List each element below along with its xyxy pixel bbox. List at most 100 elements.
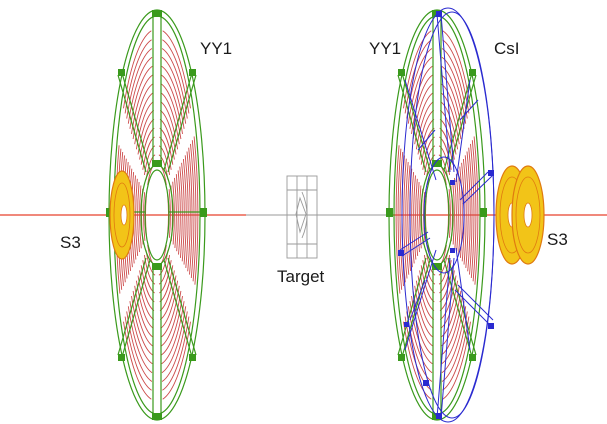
yy1-strip-arc — [160, 290, 182, 347]
yy1-strip-arc — [132, 290, 154, 347]
label-yy1-left: YY1 — [200, 39, 232, 58]
yy1-strip-arc — [411, 74, 433, 134]
yy1-strip-arc — [440, 290, 462, 347]
yy1-strip-arc — [137, 182, 140, 253]
yy1-strip-arc — [403, 321, 432, 400]
yy1-strip-arc — [412, 83, 434, 140]
yy1-strip-arc — [191, 140, 197, 282]
s3-right-detector — [495, 165, 545, 265]
yy1-strip-arc — [134, 92, 154, 145]
yy1-strip-arc — [143, 192, 146, 241]
yy1-strip-arc — [473, 136, 479, 285]
yy1-strip-arc — [135, 178, 139, 256]
yy1-strip-arc — [168, 189, 171, 238]
yy1-strip-arc — [471, 140, 477, 282]
target-assembly — [286, 175, 318, 259]
yy1-strip-arc — [399, 151, 404, 287]
yy1-strip-arc — [129, 301, 153, 365]
yy1-strip-arc — [452, 181, 455, 245]
yy1-strip-arc — [464, 155, 469, 268]
yy1-strip-arc — [160, 285, 180, 338]
yy1-strip-arc — [162, 316, 190, 391]
yy1-strip-arc — [442, 316, 470, 391]
yy1-strip-arc — [413, 175, 417, 260]
label-yy1-right: YY1 — [369, 39, 401, 58]
yy1-right-detector — [386, 9, 487, 421]
yy1-strip-arc — [161, 74, 183, 134]
yy1-strip-arc — [403, 30, 432, 109]
yy1-strip-arc — [139, 185, 142, 249]
yy1-strip-arc — [123, 321, 152, 400]
yy1-strip-arc — [124, 316, 152, 391]
yy1-strip-arc — [126, 48, 153, 119]
yy1-strip-arc — [184, 155, 189, 268]
yy1-strip-arc — [414, 285, 434, 338]
yy1-strip-arc — [462, 158, 467, 265]
yy1-strip-arc — [131, 74, 153, 134]
yy1-strip-arc — [403, 158, 408, 279]
yy1-strip-arc — [131, 296, 153, 356]
yy1-strip-arc — [441, 74, 463, 134]
yy1-strip-arc — [441, 48, 468, 119]
yy1-strip-arc — [454, 177, 457, 248]
yy1-strip-arc — [161, 65, 185, 129]
yy1-strip-arc — [161, 301, 185, 365]
yy1-strip-arc — [161, 306, 187, 374]
label-target: Target — [277, 267, 325, 286]
yy1-strip-arc — [123, 30, 152, 109]
yy1-strip-arc — [457, 170, 461, 255]
yy1-strip-arc — [172, 181, 175, 245]
yy1-strip-arc — [397, 148, 403, 290]
yy1-strip-arc — [186, 151, 191, 272]
yy1-strip-arc — [127, 56, 153, 124]
yy1-strip-arc — [174, 177, 177, 248]
yy1-strip-arc — [162, 39, 190, 114]
yy1-strip-arc — [124, 39, 152, 114]
yy1-strip-arc — [419, 185, 422, 249]
yy1-strip-arc — [415, 178, 419, 256]
yy1-strip-arc — [193, 136, 199, 285]
s3-left-detector — [109, 170, 135, 260]
yy1-strip-arc — [414, 92, 434, 145]
yy1-strip-arc — [160, 83, 182, 140]
yy1-strip-arc — [161, 48, 188, 119]
yy1-strip-arc — [440, 92, 460, 145]
yy1-strip-arc — [134, 285, 154, 338]
yy1-strip-arc — [411, 296, 433, 356]
yy1-strip-arc — [440, 285, 460, 338]
yy1-strip-arc — [395, 145, 401, 294]
yy1-strip-arc — [441, 301, 465, 365]
label-csi: CsI — [494, 39, 520, 58]
label-s3-left: S3 — [60, 233, 81, 252]
yy1-strip-arc — [162, 321, 191, 400]
yy1-strip-arc — [129, 65, 153, 129]
yy1-strip-arc — [468, 147, 473, 275]
csi-crystal-blocks — [398, 11, 494, 419]
yy1-strip-arc — [442, 39, 470, 114]
yy1-strip-arc — [411, 172, 415, 264]
yy1-strip-arc — [127, 306, 153, 374]
csi-array — [399, 7, 495, 423]
yy1-strip-arc — [470, 143, 475, 279]
yy1-strip-arc — [161, 296, 183, 356]
yy1-strip-arc — [440, 83, 462, 140]
yy1-strip-arc — [407, 165, 412, 272]
yy1-strip-arc — [448, 189, 451, 238]
yy1-strip-arc — [455, 174, 459, 252]
yy1-strip-arc — [405, 162, 410, 275]
yy1-strip-arc — [190, 143, 195, 279]
yy1-strip-arc — [161, 311, 188, 382]
yy1-strip-arc — [441, 311, 468, 382]
yy1-strip-arc — [126, 311, 153, 382]
yy1-strip-arc — [162, 30, 191, 109]
yy1-strip-arc — [132, 83, 154, 140]
yy1-strip-arc — [161, 56, 187, 124]
yy1-strip-arc — [160, 92, 180, 145]
label-s3-right: S3 — [547, 230, 568, 249]
yy1-strip-arc — [441, 296, 463, 356]
yy1-strip-arc — [188, 147, 193, 275]
yy1-strip-arc — [412, 290, 434, 347]
yy1-strip-arc — [466, 151, 471, 272]
yy1-strip-arc — [407, 56, 433, 124]
